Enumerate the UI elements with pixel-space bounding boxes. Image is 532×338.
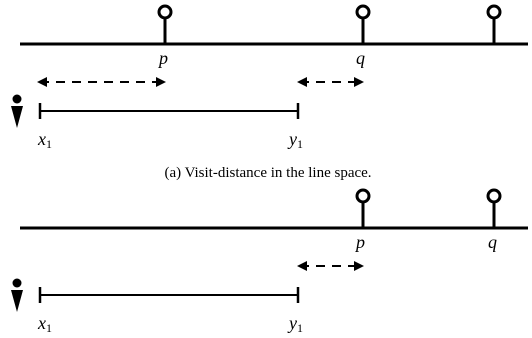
label-q: q [488, 232, 497, 252]
panel-a: p q x1 y1 (a) Visit-distance in the line… [11, 4, 528, 181]
label-y1: y1 [287, 313, 303, 335]
label-q: q [356, 48, 365, 68]
label-x1: x1 [37, 313, 52, 335]
label-p: p [157, 48, 168, 68]
panel-b: p q x1 y1 [11, 188, 528, 335]
poi-pin-icon [486, 4, 502, 44]
label-p: p [354, 232, 365, 252]
poi-pin-icon [355, 188, 371, 228]
poi-pin-icon [486, 188, 502, 228]
trajectory-segment-b [38, 287, 300, 303]
poi-pin-icon [157, 4, 173, 44]
label-x1: x1 [37, 129, 52, 151]
poi-pin-icon [355, 4, 371, 44]
walking-person-icon [11, 94, 23, 128]
caption-a: (a) Visit-distance in the line space. [164, 165, 371, 181]
walking-person-icon [11, 278, 23, 312]
label-y1: y1 [287, 129, 303, 151]
trajectory-segment-a [38, 103, 300, 119]
